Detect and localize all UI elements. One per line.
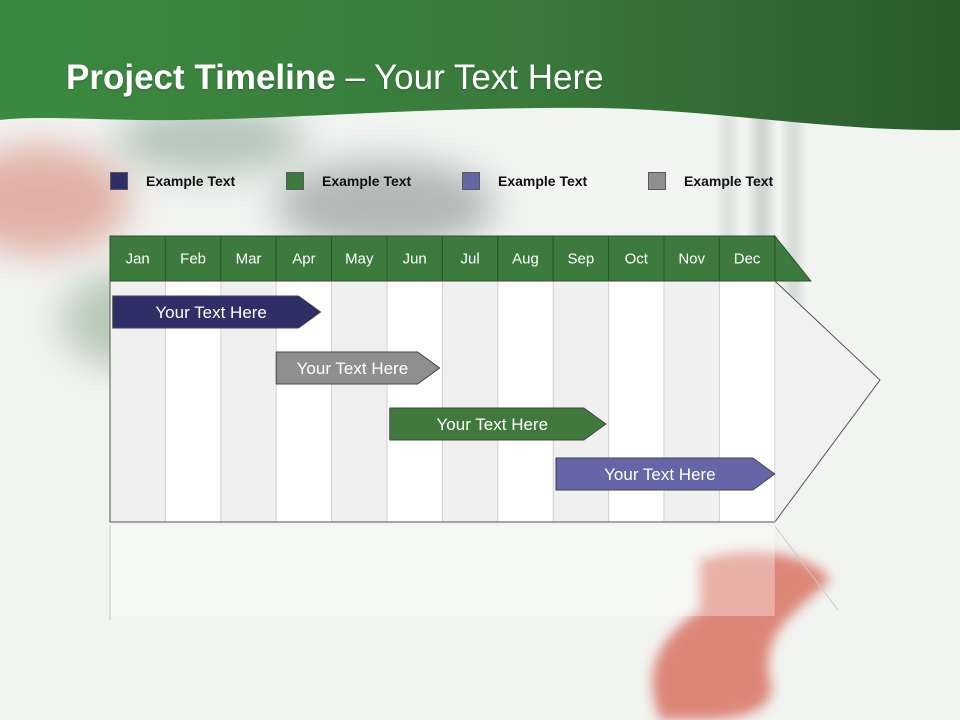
legend-label: Example Text xyxy=(684,173,774,189)
month-label: Oct xyxy=(625,251,649,268)
month-header-cell xyxy=(552,235,610,282)
task-label: Your Text Here xyxy=(297,359,409,378)
task-arrow xyxy=(112,295,322,329)
legend-swatch xyxy=(462,172,480,190)
legend-item: Example Text xyxy=(648,170,773,192)
timeline-reflection xyxy=(110,526,775,616)
month-header-cell xyxy=(109,235,166,282)
month-header-cell xyxy=(663,235,720,282)
month-column xyxy=(331,281,387,522)
month-header-cell xyxy=(608,235,665,282)
month-header-cell xyxy=(164,235,222,282)
month-header-cell xyxy=(497,235,554,282)
month-label: Dec xyxy=(734,251,761,268)
task-arrow xyxy=(275,351,441,385)
month-column xyxy=(387,281,443,522)
month-header-cell xyxy=(220,235,277,282)
month-label: Aug xyxy=(512,251,539,268)
month-label: Mar xyxy=(236,251,262,268)
month-header-cell xyxy=(718,235,776,282)
header-arrow-tip xyxy=(774,234,812,282)
month-header-cell xyxy=(275,235,333,282)
title-rest: – Your Text Here xyxy=(335,58,604,97)
legend-swatch xyxy=(286,172,304,190)
task-label: Your Text Here xyxy=(604,465,716,484)
month-column xyxy=(442,281,498,522)
title-bold: Project Timeline xyxy=(66,58,336,97)
legend-swatch xyxy=(648,172,666,190)
reflection-edge xyxy=(774,525,839,611)
task-arrow xyxy=(389,407,607,441)
legend-label: Example Text xyxy=(322,173,412,189)
month-label: Jun xyxy=(403,251,427,268)
month-label: Jul xyxy=(461,251,480,268)
month-label: Feb xyxy=(180,251,206,268)
legend-item: Example Text xyxy=(286,170,411,192)
legend-swatch xyxy=(110,172,128,190)
month-label: May xyxy=(345,251,374,268)
month-header-cell xyxy=(441,235,499,282)
month-column xyxy=(497,281,554,522)
task-label: Your Text Here xyxy=(437,415,549,434)
slide-title: Project Timeline – Your Text Here xyxy=(66,58,604,98)
task-arrow xyxy=(555,457,776,491)
month-label: Apr xyxy=(292,251,315,268)
task-label: Your Text Here xyxy=(155,303,267,322)
legend-item: Example Text xyxy=(110,170,235,192)
month-label: Jan xyxy=(126,251,150,268)
legend-item: Example Text xyxy=(462,170,587,192)
legend-label: Example Text xyxy=(498,173,588,189)
month-label: Nov xyxy=(678,251,705,268)
month-label: Sep xyxy=(568,251,595,268)
legend-label: Example Text xyxy=(146,173,236,189)
